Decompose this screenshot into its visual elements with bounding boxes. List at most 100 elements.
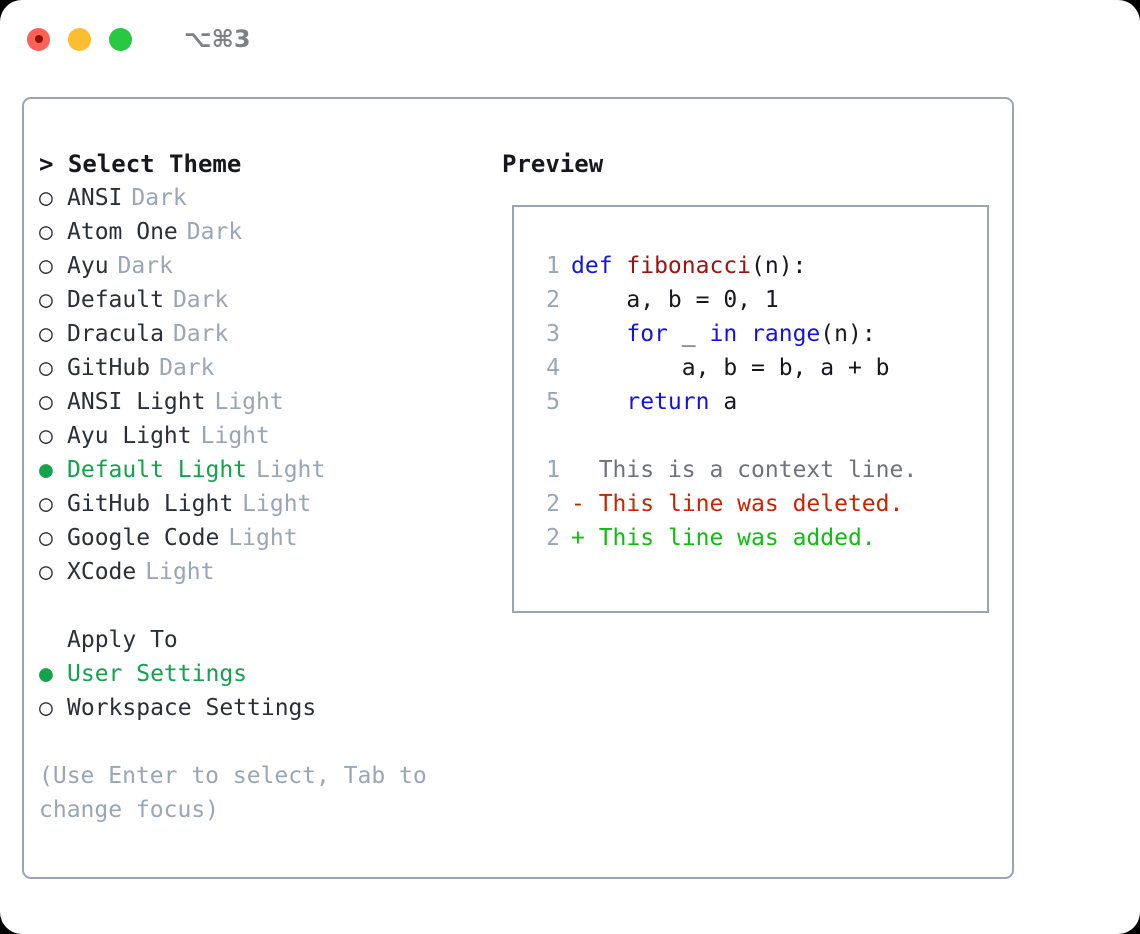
- keyboard-hint: (Use Enter to select, Tab to change focu…: [39, 763, 427, 823]
- theme-variant-tag: Dark: [186, 219, 243, 245]
- theme-variant-tag: Light: [200, 423, 270, 449]
- code-token-plain: a: [709, 389, 738, 415]
- title-bar: ⌥⌘3: [0, 0, 1140, 78]
- theme-list-item-label: ANSI Light: [67, 389, 206, 415]
- theme-list-item[interactable]: ○ GitHub Dark: [39, 351, 489, 385]
- diff-line-text: This line was added.: [598, 525, 876, 551]
- theme-variant-tag: Dark: [117, 253, 173, 279]
- code-line: 3 for _ in range(n):: [530, 317, 987, 351]
- theme-variant-tag: Light: [242, 491, 312, 517]
- code-line-number: 5: [546, 389, 560, 415]
- diff-line-number: 2: [546, 491, 560, 517]
- code-line: 1 def fibonacci(n):: [530, 249, 987, 283]
- theme-list-item-label: Google Code: [67, 525, 220, 551]
- code-token-kw: return: [626, 389, 710, 415]
- theme-panel-header: > Select Theme: [39, 150, 242, 178]
- theme-list-item-label: GitHub Light: [67, 491, 234, 517]
- code-token-kw: in: [709, 321, 738, 347]
- radio-selected-icon[interactable]: ●: [39, 661, 53, 687]
- code-line-text: a, b = b, a + b: [571, 351, 890, 385]
- apply-to-header-row: Apply To: [39, 623, 489, 657]
- diff-block: 1 This is a context line. 2- This line wa…: [530, 453, 987, 555]
- theme-list-item-label: Dracula: [67, 321, 164, 347]
- radio-unselected-icon[interactable]: ○: [39, 219, 53, 245]
- code-token-plain: (n):: [820, 321, 876, 347]
- diff-line: 2 + This line was added.: [530, 521, 987, 555]
- theme-variant-tag: Light: [145, 559, 215, 585]
- code-token-plain: [571, 389, 626, 415]
- maximize-window-button[interactable]: [109, 27, 132, 51]
- code-line-text: def fibonacci(n):: [571, 249, 806, 283]
- apply-to-option[interactable]: ●User Settings: [39, 657, 489, 691]
- code-token-plain: [571, 321, 626, 347]
- code-line: 2 a, b = 0, 1: [530, 283, 987, 317]
- theme-list-item[interactable]: ○ Google Code Light: [39, 521, 489, 555]
- minimize-window-button[interactable]: [68, 27, 91, 51]
- radio-unselected-icon[interactable]: ○: [39, 253, 53, 279]
- diff-line: 1 This is a context line.: [530, 453, 987, 487]
- diff-line-text: This line was deleted.: [598, 491, 904, 517]
- apply-to-header-label: Apply To: [67, 627, 178, 653]
- code-token-kw: for: [626, 321, 668, 347]
- preview-panel-header: Preview: [502, 150, 604, 178]
- theme-variant-tag: Light: [228, 525, 298, 551]
- radio-unselected-icon[interactable]: ○: [39, 355, 53, 381]
- code-token-fn: fibonacci: [626, 253, 752, 279]
- theme-list-item[interactable]: ○ Atom One Dark: [39, 215, 489, 249]
- theme-list-item[interactable]: ○ Dracula Dark: [39, 317, 489, 351]
- code-token-plain: a, b = 0, 1: [571, 287, 779, 313]
- apply-to-option[interactable]: ○ Workspace Settings: [39, 691, 489, 725]
- code-token-plain: _: [667, 321, 710, 347]
- diff-sign: +: [571, 525, 599, 551]
- theme-variant-tag: Dark: [172, 321, 229, 347]
- radio-unselected-icon[interactable]: ○: [39, 185, 53, 211]
- radio-unselected-icon[interactable]: ○: [39, 389, 53, 415]
- code-line: 5 return a: [530, 385, 987, 419]
- theme-variant-tag: Light: [256, 457, 326, 483]
- code-line-number: 2: [546, 287, 560, 313]
- diff-sign: [571, 453, 599, 487]
- theme-list-item[interactable]: ● Default Light Light: [39, 453, 489, 487]
- theme-list-item-label: Atom One: [67, 219, 178, 245]
- code-line-number: 4: [546, 355, 560, 381]
- theme-list-item-label: Default Light: [67, 457, 248, 483]
- code-line-text: a, b = 0, 1: [571, 283, 779, 317]
- radio-unselected-icon[interactable]: ○: [39, 525, 53, 551]
- diff-line-text: This is a context line.: [598, 457, 918, 483]
- code-line-text: for _ in range(n):: [571, 317, 876, 351]
- diff-sign: -: [571, 491, 599, 517]
- theme-list-item[interactable]: ○ GitHub Light Light: [39, 487, 489, 521]
- code-diff-separator: [530, 419, 987, 453]
- theme-list-item-label: Default: [67, 287, 164, 313]
- radio-unselected-icon[interactable]: ○: [39, 423, 53, 449]
- radio-unselected-icon[interactable]: ○: [39, 321, 53, 347]
- radio-unselected-icon[interactable]: ○: [39, 287, 53, 313]
- code-token-kw: def: [571, 253, 627, 279]
- apply-to-list[interactable]: ●User Settings ○ Workspace Settings: [39, 657, 489, 725]
- diff-line-number: 2: [546, 525, 560, 551]
- theme-list-item-label: GitHub: [67, 355, 151, 381]
- diff-line-number: 1: [546, 457, 560, 483]
- close-window-button[interactable]: [27, 27, 50, 51]
- code-line-number: 1: [546, 253, 560, 279]
- code-token-plain: (n):: [751, 253, 807, 279]
- theme-variant-tag: Dark: [159, 355, 215, 381]
- radio-selected-icon[interactable]: ●: [39, 457, 53, 483]
- radio-unselected-icon[interactable]: ○: [39, 491, 53, 517]
- theme-list-item-label: ANSI: [67, 185, 123, 211]
- radio-unselected-icon[interactable]: ○: [39, 559, 53, 585]
- radio-unselected-icon[interactable]: ○: [39, 695, 53, 721]
- apply-to-option-label: Workspace Settings: [67, 695, 317, 721]
